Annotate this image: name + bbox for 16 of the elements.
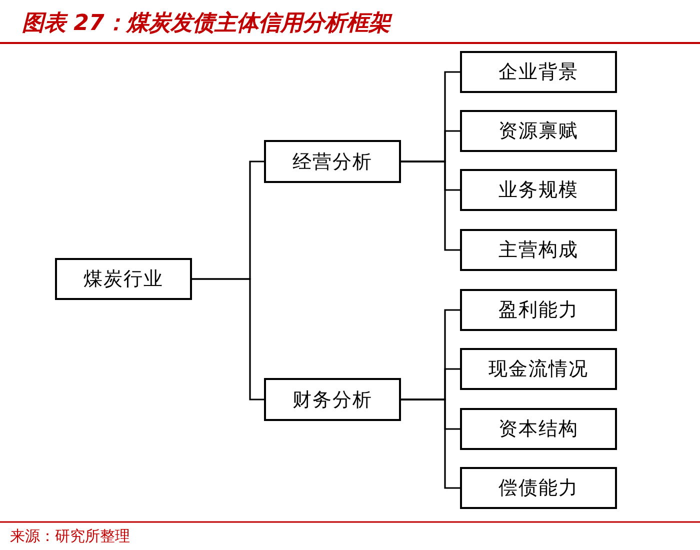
connector-line [192, 278, 264, 400]
industry-box: 煤炭行业 [55, 258, 192, 300]
item-box: 资本结构 [460, 408, 617, 450]
item-box: 企业背景 [460, 51, 617, 93]
category-box: 经营分析 [264, 140, 401, 183]
item-box: 现金流情况 [460, 348, 617, 390]
connector-line [401, 160, 460, 251]
connector-line [401, 398, 460, 489]
item-box: 主营构成 [460, 229, 617, 271]
category-box: 财务分析 [264, 378, 401, 421]
figure-title: 图表 27：煤炭发债主体信用分析框架 [22, 10, 390, 38]
item-box: 业务规模 [460, 169, 617, 211]
item-box: 盈利能力 [460, 289, 617, 331]
item-box: 资源禀赋 [460, 110, 617, 152]
source-note: 来源：研究所整理 [10, 527, 130, 546]
item-box: 偿债能力 [460, 467, 617, 509]
